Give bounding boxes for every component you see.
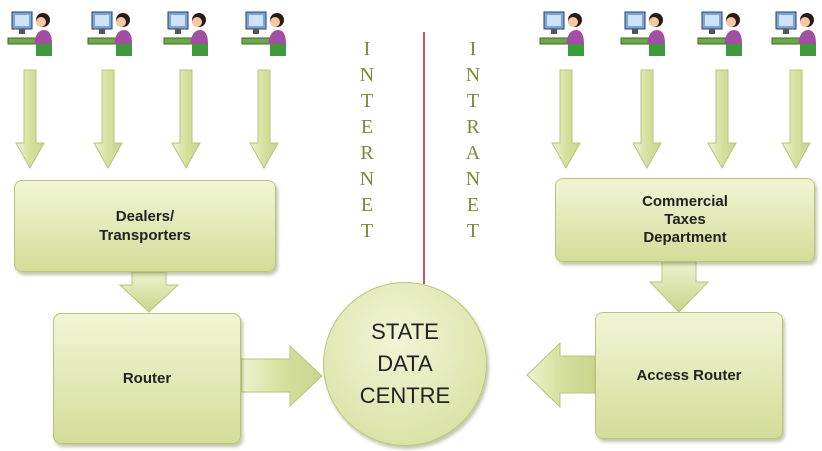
dealers-transporters-label: Dealers/ Transporters xyxy=(99,208,191,244)
user-computer-icon xyxy=(87,11,132,56)
router-to-centre-arrow xyxy=(240,344,323,408)
internet-letter: E xyxy=(360,194,374,216)
commercial-taxes-department-box: Commercial Taxes Department xyxy=(555,178,815,262)
dealers-to-router-arrow xyxy=(118,271,180,313)
internet-label: I N T E R N E T xyxy=(355,36,379,244)
intranet-letter: R xyxy=(466,116,480,138)
intranet-letter: A xyxy=(465,142,481,164)
user-arrow xyxy=(15,69,45,170)
user-computer-icon xyxy=(163,11,208,56)
intranet-letter: T xyxy=(466,220,480,242)
user-computer-icon xyxy=(7,11,52,56)
intranet-letter: I xyxy=(469,38,477,60)
access-router-box: Access Router xyxy=(595,312,783,439)
access-router-label: Access Router xyxy=(636,367,742,384)
user-arrow xyxy=(249,69,279,170)
user-computer-icon xyxy=(771,11,816,56)
router-box: Router xyxy=(53,313,241,444)
internet-letter: N xyxy=(359,64,375,86)
user-arrow xyxy=(171,69,201,170)
user-computer-icon xyxy=(539,11,584,56)
user-arrow xyxy=(93,69,123,170)
user-computer-icon xyxy=(697,11,742,56)
intranet-letter: N xyxy=(465,168,481,190)
user-computer-icon xyxy=(241,11,286,56)
commercial-taxes-department-label: Commercial Taxes Department xyxy=(642,193,728,246)
internet-letter: R xyxy=(360,142,374,164)
dealers-transporters-box: Dealers/ Transporters xyxy=(14,180,276,272)
intranet-letter: T xyxy=(466,90,480,112)
internet-letter: N xyxy=(359,168,375,190)
state-data-centre-label: STATE DATA CENTRE xyxy=(359,319,451,408)
internet-letter: E xyxy=(360,116,374,138)
internet-letter: I xyxy=(363,38,371,60)
user-arrow xyxy=(551,69,581,170)
intranet-label: I N T R A N E T xyxy=(461,36,485,244)
router-label: Router xyxy=(122,370,172,387)
internet-letter: T xyxy=(360,220,374,242)
user-arrow xyxy=(781,69,811,170)
intranet-letter: E xyxy=(466,194,480,216)
user-arrow xyxy=(632,69,662,170)
state-data-centre-circle: STATE DATA CENTRE xyxy=(323,282,487,446)
commercial-to-access-router-arrow xyxy=(648,261,710,313)
user-computer-icon xyxy=(620,11,665,56)
internet-letter: T xyxy=(360,90,374,112)
intranet-letter: N xyxy=(465,64,481,86)
access-router-to-centre-arrow xyxy=(526,341,596,409)
user-arrow xyxy=(707,69,737,170)
